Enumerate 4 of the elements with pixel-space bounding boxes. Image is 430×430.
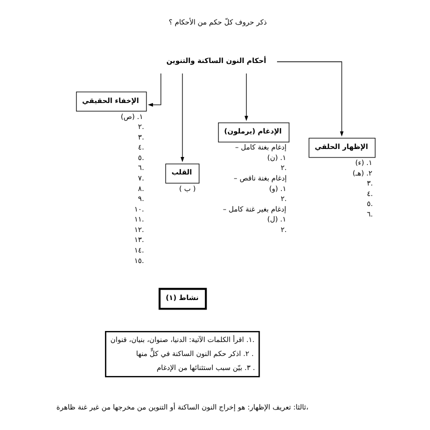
arrow [180, 73, 184, 162]
arrow [244, 73, 248, 121]
arrow [276, 61, 344, 137]
arrow [147, 73, 161, 107]
